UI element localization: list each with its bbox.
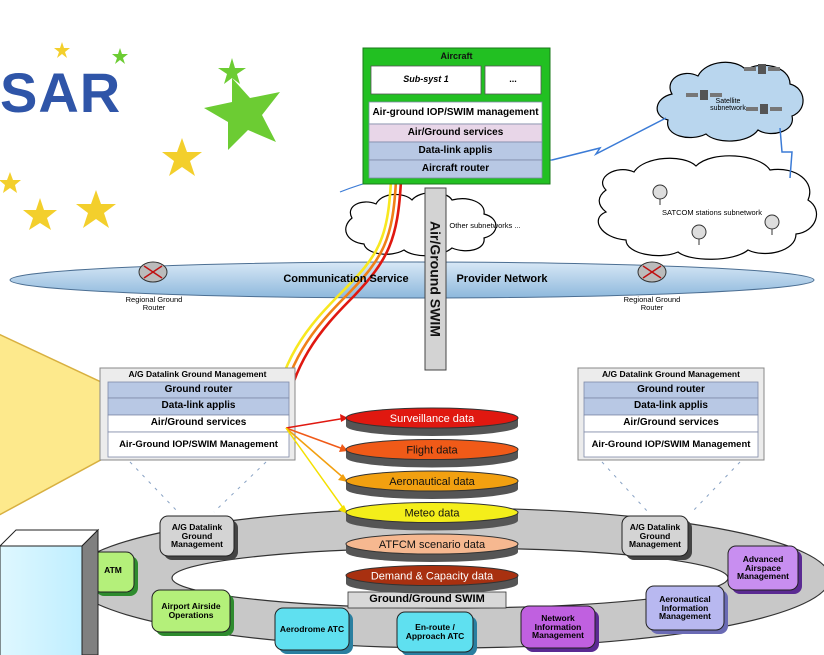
satellite-cloud [656,61,804,142]
dish-icon [691,224,707,245]
dish-icon [764,214,780,235]
dashed-connectors [129,461,741,513]
ring-node-shapes [91,515,802,655]
ring-node-advanced: Advanced Airspace Management [737,553,789,582]
data-disk-top [345,439,519,460]
ring-node-ag-right: A/G Datalink Ground Management [629,521,681,550]
dish-icon [652,184,668,205]
aircraft-layer-router: Aircraft router [421,162,490,174]
subsyst-1-label: Sub-syst 1 [403,74,449,85]
ground-mgmt-left-layer-router: Ground router [164,383,233,395]
ground-mgmt-right-title: A/G Datalink Ground Management [602,368,740,379]
data-disk: Demand & Capacity data [345,565,519,594]
aircraft-layer-datalink: Data-link applis [418,144,493,156]
ground-mgmt-right-layer-swim: Air-Ground IOP/SWIM Management [591,438,751,450]
ground-mgmt-right-layer-router: Ground router [637,383,705,395]
aircraft-layer-ag-services: Air/Ground services [407,126,504,138]
subsyst-more-label: ... [509,74,517,85]
air-ground-swim-bar [424,187,447,371]
satcom-stations-cloud [597,155,818,260]
ground-swim-label: Ground/Ground SWIM [369,593,485,606]
data-disk: ATFCM scenario data [345,533,519,562]
data-disk: Meteo data [345,502,519,531]
router-left-label: Regional Ground Router [125,295,183,312]
data-disk-top [345,407,519,429]
data-disk-top [345,502,519,523]
ground-mgmt-left-layer-swim: Air-Ground IOP/SWIM Management [119,438,278,450]
data-disk-top [345,470,519,492]
data-disk-label: Flight data [406,445,458,457]
data-disk: Flight data [345,439,519,468]
ground-mgmt-left-layer-datalink: Data-link applis [161,400,236,412]
data-disk: Aeronautical data [345,470,519,499]
radio-link-satellite-stations [779,127,793,179]
router-right-label: Regional Ground Router [623,295,681,312]
ring-node-ag-left: A/G Datalink Ground Management [171,521,223,550]
data-disk: Surveillance data [345,407,519,436]
data-disk-top [345,533,519,555]
ground-mgmt-right-layer-datalink: Data-link applis [634,400,708,412]
ground-mgmt-left-layer-services: Air/Ground services [150,417,247,429]
star-green-tiny-icon [112,48,128,64]
star-gold-1-icon [162,138,202,176]
csp-network-label-right: Provider Network [456,273,548,286]
ground-mgmt-right-layer-services: Air/Ground services [623,417,719,429]
aircraft-title: Aircraft [440,51,473,62]
star-gold-4-icon [0,172,21,193]
star-gold-2-icon [76,190,116,228]
star-green-large-icon [204,78,280,150]
radio-link-aircraft-satellite [551,117,667,161]
air-ground-swim-label: Air/Ground SWIM [427,221,444,337]
data-disk-label: Surveillance data [390,413,475,425]
star-green-small-icon [218,58,246,84]
ring-node-aeronautical: Aeronautical Information Management [659,593,711,622]
star-gold-5-icon [54,42,70,58]
ring-node-network: Network Information Management [532,612,584,641]
logo-stars [0,42,280,230]
ring-node-atm: ATM [104,564,122,575]
brand-logo-text: SAR [0,61,122,124]
satcom-stations-label: SATCOM stations subnetwork [662,208,762,218]
ring-node-aerodrome: Aerodrome ATC [279,623,345,634]
star-gold-3-icon [23,198,57,230]
building-box [0,528,100,655]
callout-shape [0,333,180,516]
other-subnetworks-label: Other subnetworks ... [449,221,521,231]
data-disk-label: Aeronautical data [389,476,475,488]
router-left-icon [138,261,168,283]
csp-network-label-left: Communication Service [283,273,409,286]
aircraft-layer-swim-mgmt: Air-ground IOP/SWIM management [372,106,539,118]
csp-network-ellipse [9,261,815,299]
satellite-icon [686,90,722,100]
ring-node-enroute: En-route / Approach ATC [405,622,465,641]
data-disk-label: ATFCM scenario data [379,539,486,551]
data-disk-label: Meteo data [404,508,460,520]
satellite-icon [744,64,780,74]
router-right-icon [637,261,667,283]
satellite-subnetwork-label: Satellite subnetwork [710,97,746,112]
data-disk-label: Demand & Capacity data [371,571,494,583]
satellite-icon [746,104,782,114]
ground-mgmt-left-title: A/G Datalink Ground Management [128,368,267,379]
ring-node-airport: Airport Airside Operations [161,601,221,620]
data-disk-top [345,565,519,586]
